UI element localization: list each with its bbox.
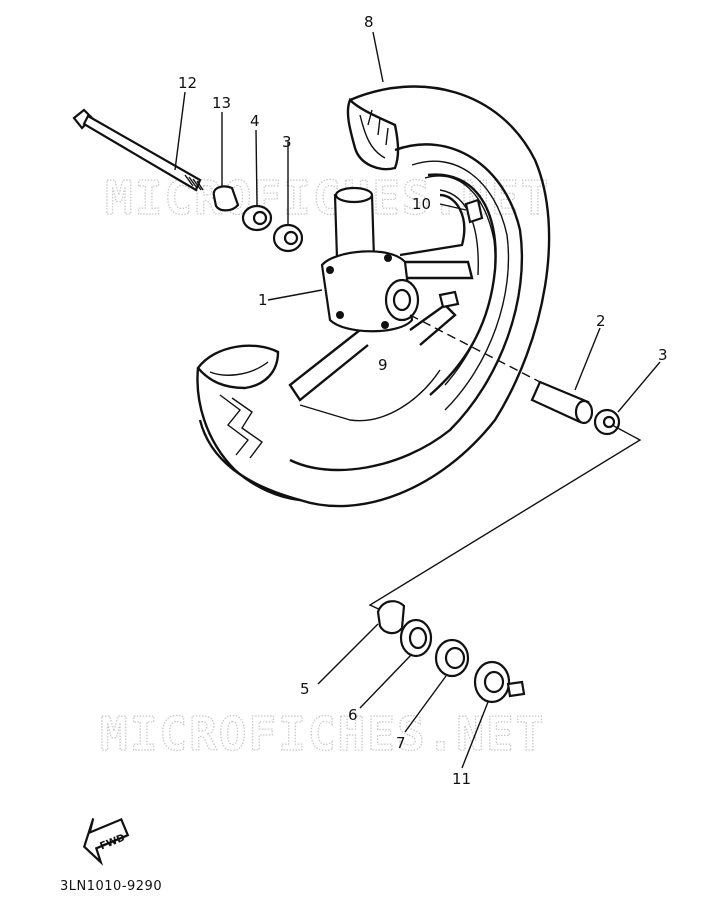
callout-6: 6 (348, 706, 358, 724)
bearing-4 (241, 204, 273, 232)
hub-bolt-9 (438, 290, 460, 309)
callout-3-right: 3 (658, 346, 668, 364)
callout-9: 9 (378, 356, 388, 374)
bearing-3-right (593, 408, 621, 436)
axle-12 (72, 108, 204, 192)
gear-unit-11 (473, 660, 526, 704)
bearing-3-top (272, 223, 304, 253)
callout-13: 13 (212, 94, 231, 112)
hub (320, 186, 420, 333)
callout-7: 7 (396, 734, 406, 752)
callout-4: 4 (250, 112, 260, 130)
collar-13 (212, 185, 240, 212)
spacer-2 (530, 380, 594, 425)
bearing-7 (434, 638, 470, 678)
callout-12: 12 (178, 74, 197, 92)
diagram-code: 3LN1010-9290 (60, 879, 162, 894)
callout-11: 11 (452, 770, 471, 788)
fwd-arrow: FWD (82, 817, 130, 866)
watermark-top: MICROFICHES.NET (105, 171, 550, 225)
retainer-5 (376, 600, 406, 635)
callout-3-top: 3 (282, 133, 292, 151)
leader-lines (174, 31, 661, 769)
air-valve-10 (464, 198, 484, 224)
assembly-line-upper (409, 314, 541, 383)
callout-1: 1 (258, 291, 268, 309)
oil-seal-6 (399, 618, 433, 658)
callout-8: 8 (364, 13, 374, 31)
callout-5: 5 (300, 680, 310, 698)
callout-10: 10 (412, 195, 431, 213)
watermark-bottom: MICROFICHES.NET (100, 707, 545, 761)
rim-and-spokes (288, 173, 497, 422)
assembly-line-lower (368, 424, 642, 613)
tire (196, 85, 551, 508)
callout-2: 2 (596, 312, 606, 330)
